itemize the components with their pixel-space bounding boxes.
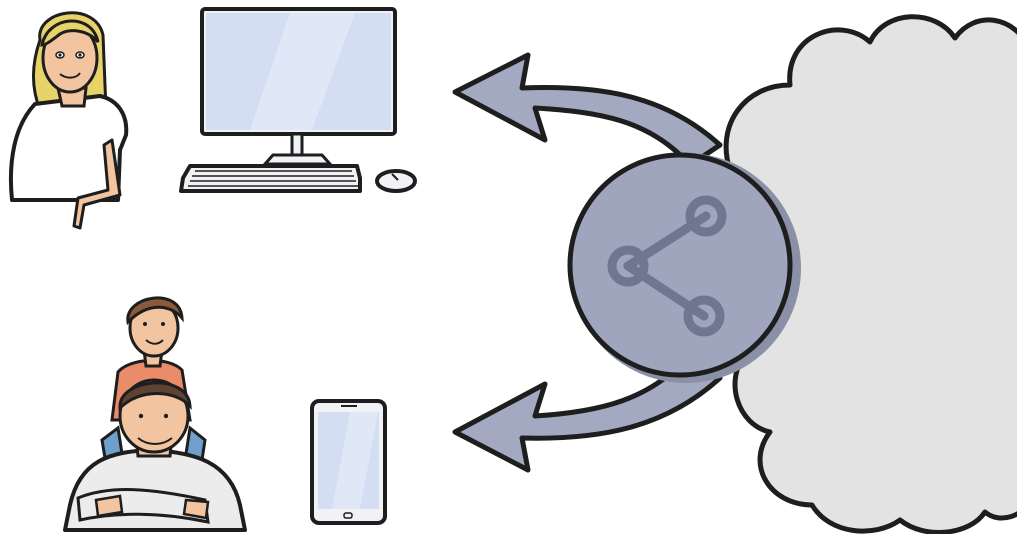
tablet-icon xyxy=(312,401,385,523)
share-hub xyxy=(570,153,801,383)
curved-arrow-up-icon xyxy=(455,55,720,165)
desktop-computer-icon xyxy=(202,9,395,164)
father-and-son-icon xyxy=(65,298,245,530)
keyboard-icon xyxy=(181,166,360,191)
mouse-icon xyxy=(377,171,415,191)
woman-icon xyxy=(11,13,126,228)
